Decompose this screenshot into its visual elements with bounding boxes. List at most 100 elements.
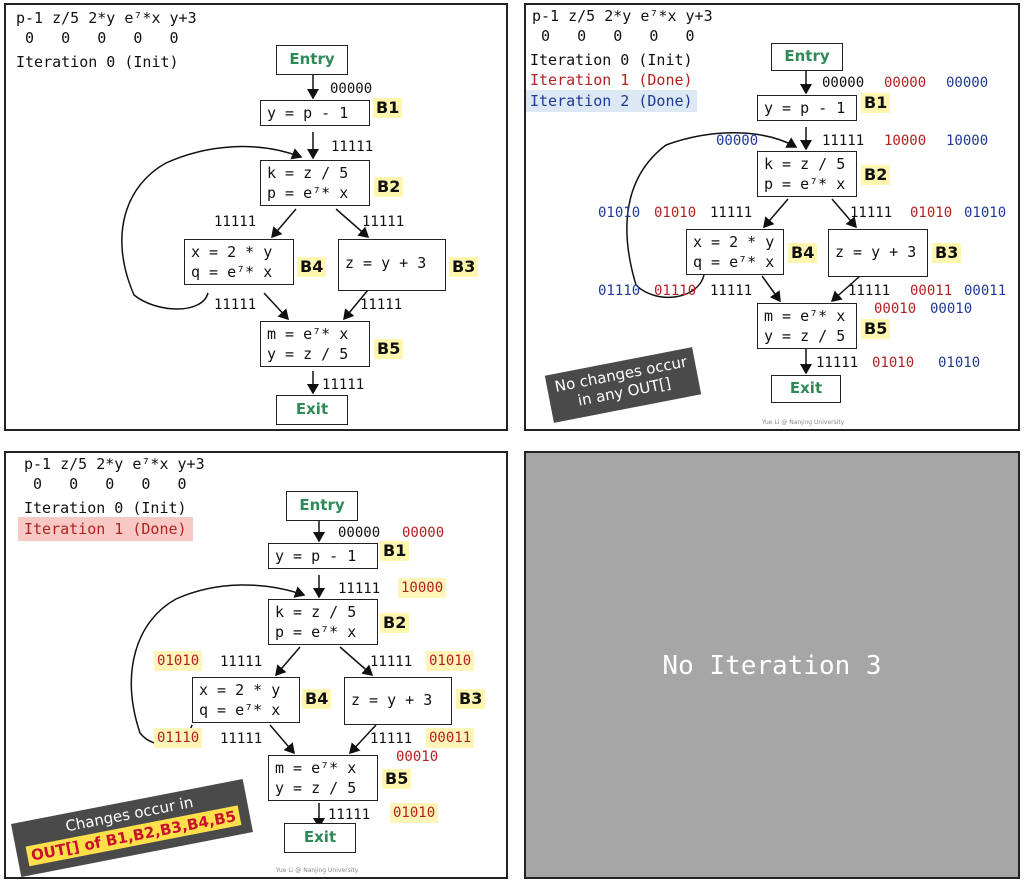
credit-text: Yue Li @ Nanjing University xyxy=(276,867,359,874)
out-b1: 11111 xyxy=(331,139,374,155)
out-b1-iter2: 10000 xyxy=(946,133,989,149)
block-b3-label: B3 xyxy=(456,689,486,709)
out-b4-init: 11111 xyxy=(220,731,263,747)
out-b1-iter1: 10000 xyxy=(398,578,447,598)
block-b1-label: B1 xyxy=(380,541,410,561)
iteration-1-label: Iteration 1 (Done) xyxy=(530,71,693,89)
out-b5-init: 11111 xyxy=(816,355,859,371)
block-b1: y = p - 1 xyxy=(757,95,857,121)
iteration-0-label: Iteration 0 (Init) xyxy=(530,51,693,69)
exit-node: Exit xyxy=(771,375,841,403)
out-entry-iter2: 00000 xyxy=(946,75,989,91)
out-b3-iter1: 00011 xyxy=(426,728,475,748)
out-b2-right-init: 11111 xyxy=(370,654,413,670)
out-b5-iter2: 01010 xyxy=(938,355,981,371)
out-b1-init: 11111 xyxy=(822,133,865,149)
variable-header: p-1 z/5 2*y e⁷*x y+3 xyxy=(16,9,197,27)
out-entry: 00000 xyxy=(330,81,373,97)
panel-iteration-1: p-1 z/5 2*y e⁷*x y+3 0 0 0 0 0 Iteration… xyxy=(4,451,508,879)
out-b2-right: 11111 xyxy=(362,214,405,230)
out-b4-iter1: 01110 xyxy=(154,728,203,748)
out-b2-left-init: 11111 xyxy=(220,654,263,670)
block-b3: z = y + 3 xyxy=(344,677,452,725)
block-b5: m = e⁷* x y = z / 5 xyxy=(260,321,370,367)
out-b5-init: 11111 xyxy=(328,807,371,823)
block-b4-label: B4 xyxy=(297,257,327,277)
block-b4: x = 2 * y q = e⁷* x xyxy=(686,229,784,275)
out-b1-init: 11111 xyxy=(338,581,381,597)
out-b3-iter1: 00011 xyxy=(910,283,953,299)
out-entry-init: 00000 xyxy=(822,75,865,91)
block-b4-label: B4 xyxy=(788,243,818,263)
out-b4-init: 11111 xyxy=(710,283,753,299)
out-b3-extra-iter2: 00010 xyxy=(930,301,973,317)
out-b2-right-iter2: 01010 xyxy=(964,205,1007,221)
no-iteration-3-text: No Iteration 3 xyxy=(662,651,882,681)
iteration-2-label: Iteration 2 (Done) xyxy=(526,90,697,112)
out-b3-init: 11111 xyxy=(848,283,891,299)
out-b2-right-iter1: 01010 xyxy=(426,651,475,671)
block-b4: x = 2 * y q = e⁷* x xyxy=(192,677,300,723)
block-b4: x = 2 * y q = e⁷* x xyxy=(184,239,294,285)
entry-node: Entry xyxy=(286,491,358,521)
out-b2-left-init: 11111 xyxy=(710,205,753,221)
entry-node: Entry xyxy=(276,45,348,75)
block-b1-label: B1 xyxy=(861,93,891,113)
block-b3: z = y + 3 xyxy=(828,229,928,277)
out-b2-left-iter1: 01010 xyxy=(154,651,203,671)
initial-values: 0 0 0 0 0 xyxy=(532,27,695,45)
variable-header: p-1 z/5 2*y e⁷*x y+3 xyxy=(24,455,205,473)
variable-header: p-1 z/5 2*y e⁷*x y+3 xyxy=(532,7,713,25)
block-b1: y = p - 1 xyxy=(268,543,378,569)
exit-node: Exit xyxy=(284,823,356,853)
out-b3-extra-iter1: 00010 xyxy=(874,301,917,317)
iteration-1-label: Iteration 1 (Done) xyxy=(18,517,193,541)
out-entry-iter1: 00000 xyxy=(884,75,927,91)
panel-iteration-2: p-1 z/5 2*y e⁷*x y+3 0 0 0 0 0 Iteration… xyxy=(524,3,1020,431)
block-b5: m = e⁷* x y = z / 5 xyxy=(268,755,378,801)
entry-node: Entry xyxy=(771,43,843,71)
out-b3: 11111 xyxy=(360,297,403,313)
block-b1: y = p - 1 xyxy=(260,100,370,126)
out-b5: 11111 xyxy=(322,377,365,393)
iteration-0-label: Iteration 0 (Init) xyxy=(16,53,179,71)
block-b4-label: B4 xyxy=(302,689,332,709)
cfg-edges xyxy=(121,75,370,395)
block-b2: k = z / 5 p = e⁷* x xyxy=(260,160,370,206)
block-b5-label: B5 xyxy=(374,339,404,359)
out-b1-iter1: 10000 xyxy=(884,133,927,149)
out-b4-iter2: 01110 xyxy=(598,283,641,299)
out-b4: 11111 xyxy=(214,297,257,313)
credit-text: Yue Li @ Nanjing University xyxy=(762,419,845,426)
block-b2-label: B2 xyxy=(380,613,410,633)
block-b2-label: B2 xyxy=(861,165,891,185)
block-b5-label: B5 xyxy=(382,769,412,789)
block-b3: z = y + 3 xyxy=(338,239,446,291)
panel-no-iteration-3: No Iteration 3 xyxy=(524,451,1020,879)
out-b5-iter1: 01010 xyxy=(390,803,439,823)
out-back-edge-iter2: 00000 xyxy=(716,133,759,149)
block-b3-label: B3 xyxy=(449,257,479,277)
block-b3-label: B3 xyxy=(932,243,962,263)
out-b2-left-iter2: 01010 xyxy=(598,205,641,221)
out-b3-iter2: 00011 xyxy=(964,283,1007,299)
iteration-0-label: Iteration 0 (Init) xyxy=(24,499,187,517)
cfg-edges xyxy=(626,71,861,375)
out-b2-left: 11111 xyxy=(214,214,257,230)
exit-node: Exit xyxy=(276,395,348,425)
block-b2-label: B2 xyxy=(374,177,404,197)
out-b4-iter1: 01110 xyxy=(654,283,697,299)
out-b3-extra-iter1: 00010 xyxy=(396,749,439,765)
out-b2-right-init: 11111 xyxy=(850,205,893,221)
out-b2-right-iter1: 01010 xyxy=(910,205,953,221)
out-b2-left-iter1: 01010 xyxy=(654,205,697,221)
out-b3-init: 11111 xyxy=(370,731,413,747)
out-b5-iter1: 01010 xyxy=(872,355,915,371)
initial-values: 0 0 0 0 0 xyxy=(24,475,187,493)
block-b5-label: B5 xyxy=(861,319,891,339)
out-entry-init: 00000 xyxy=(338,525,381,541)
block-b1-label: B1 xyxy=(373,98,403,118)
initial-values: 0 0 0 0 0 xyxy=(16,29,179,47)
panel-iteration-0: p-1 z/5 2*y e⁷*x y+3 0 0 0 0 0 Iteration… xyxy=(4,3,508,431)
out-entry-iter1: 00000 xyxy=(402,525,445,541)
